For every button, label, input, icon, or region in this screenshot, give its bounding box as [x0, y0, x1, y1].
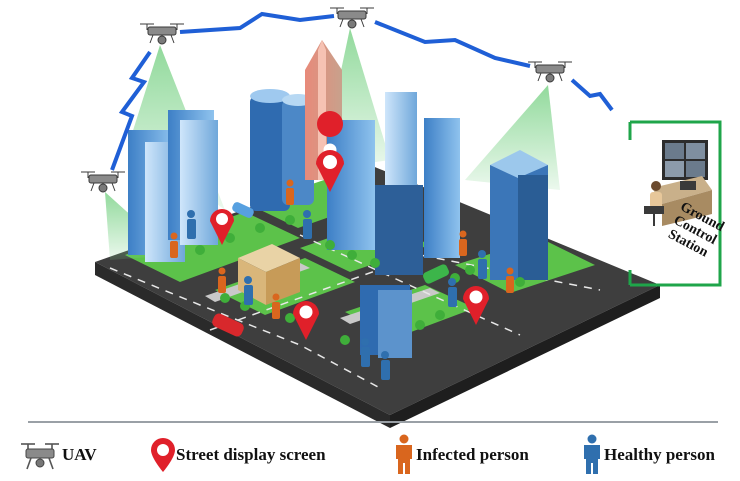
person-icon — [396, 434, 412, 474]
map-pin-icon — [316, 150, 344, 192]
uavs — [81, 7, 572, 193]
car-blue — [232, 202, 254, 218]
monitor-icon — [662, 140, 708, 180]
healthy-person — [361, 338, 370, 367]
drone-icon — [21, 443, 59, 470]
legend-label-street-display-screen: Street display screen — [176, 445, 326, 464]
legend: UAV Street display screen Infected perso… — [0, 416, 740, 481]
map-pin-icon — [463, 286, 489, 325]
infected-person — [286, 179, 294, 205]
person-icon — [584, 434, 600, 474]
healthy-person — [448, 278, 457, 307]
infected-person — [506, 267, 514, 293]
legend-divider — [28, 421, 718, 423]
lightning-link-icon — [374, 20, 531, 68]
street-display-screens — [210, 111, 489, 340]
station-frame — [630, 120, 722, 287]
drone-icon — [140, 23, 184, 45]
lightning-link-icon — [179, 11, 335, 34]
map-pin-icon — [293, 301, 319, 340]
healthy-person — [381, 351, 390, 380]
lightning-link-icon — [570, 78, 614, 112]
map-pin-icon — [210, 209, 234, 245]
legend-item-uav: UAV — [18, 432, 97, 478]
lightning-link-icon — [110, 50, 152, 171]
car-red — [212, 313, 244, 337]
legend-label-healthy-person: Healthy person — [604, 445, 715, 464]
healthy-person — [187, 210, 196, 239]
map-pin-icon — [151, 438, 175, 472]
legend-item-street-display-screen: Street display screen — [150, 432, 326, 478]
trees — [195, 215, 525, 345]
healthy-person — [303, 210, 312, 239]
legend-label-infected-person: Infected person — [416, 445, 529, 464]
cars — [212, 202, 450, 337]
infected-person — [170, 232, 178, 258]
infected-person — [459, 230, 467, 256]
ground-control-station — [628, 120, 722, 287]
drone-icon — [528, 61, 572, 83]
communication-links — [110, 11, 614, 171]
car-green — [422, 264, 450, 284]
healthy-person — [478, 250, 487, 279]
drone-icon — [81, 171, 125, 193]
legend-item-healthy-person: Healthy person — [580, 432, 715, 478]
infected-person — [218, 267, 226, 293]
drone-icon — [330, 7, 374, 29]
buildings — [128, 40, 548, 358]
infected-person — [272, 293, 280, 319]
people — [170, 179, 514, 380]
legend-item-infected-person: Infected person — [392, 432, 529, 478]
legend-label-uav: UAV — [62, 445, 97, 464]
healthy-person — [244, 276, 253, 305]
